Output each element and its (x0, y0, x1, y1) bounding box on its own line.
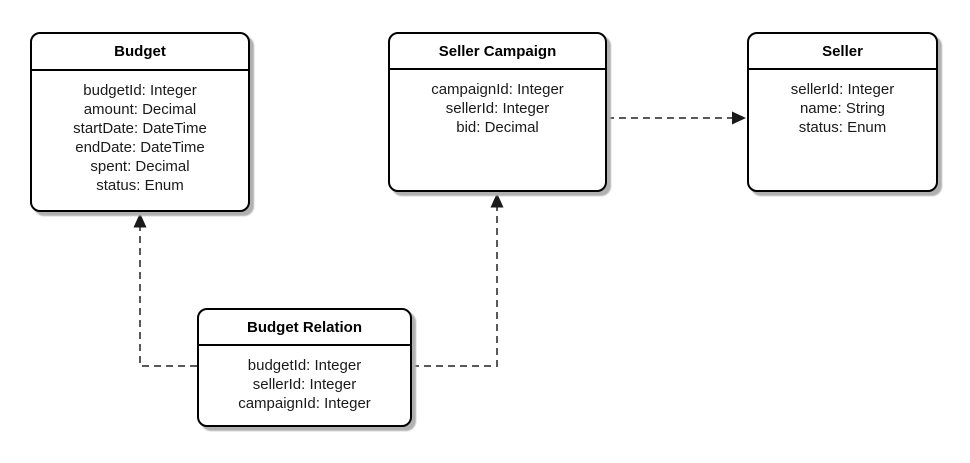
attribute: amount: Decimal (83, 101, 197, 118)
connector-budget-relation-to-seller-campaign (412, 193, 504, 367)
entity-budget-attributes: budgetId: Integer amount: Decimal startD… (32, 71, 248, 195)
attribute: campaignId: Integer (238, 395, 371, 412)
connector-seller-campaign-to-seller (607, 111, 746, 125)
arrowhead-up-icon (133, 213, 147, 228)
attribute: name: String (799, 100, 886, 117)
entity-budget-title: Budget (32, 34, 248, 71)
attribute: endDate: DateTime (75, 139, 205, 156)
entity-seller-campaign-attributes: campaignId: Integer sellerId: Integer bi… (390, 70, 605, 137)
entity-budget-relation-title: Budget Relation (199, 310, 410, 346)
attribute: status: Enum (798, 119, 887, 136)
attribute: sellerId: Integer (252, 376, 357, 393)
attribute: bid: Decimal (456, 119, 539, 136)
entity-budget-relation-attributes: budgetId: Integer sellerId: Integer camp… (199, 346, 410, 413)
entity-seller[interactable]: Seller sellerId: Integer name: String st… (747, 32, 938, 192)
attribute: budgetId: Integer (247, 357, 362, 374)
arrowhead-up-icon (490, 193, 504, 208)
attribute: sellerId: Integer (790, 81, 895, 98)
entity-seller-title: Seller (749, 34, 936, 70)
entity-budget-relation[interactable]: Budget Relation budgetId: Integer seller… (197, 308, 412, 427)
attribute: budgetId: Integer (83, 82, 197, 99)
entity-seller-attributes: sellerId: Integer name: String status: E… (749, 70, 936, 137)
attribute: spent: Decimal (90, 158, 190, 175)
arrowhead-right-icon (732, 111, 746, 125)
entity-seller-campaign-title: Seller Campaign (390, 34, 605, 70)
connector-budget-relation-to-budget (133, 213, 197, 367)
attribute: status: Enum (96, 177, 184, 194)
attribute: startDate: DateTime (73, 120, 207, 137)
entity-seller-campaign[interactable]: Seller Campaign campaignId: Integer sell… (388, 32, 607, 192)
attribute: sellerId: Integer (445, 100, 550, 117)
entity-budget[interactable]: Budget budgetId: Integer amount: Decimal… (30, 32, 250, 212)
attribute: campaignId: Integer (431, 81, 564, 98)
